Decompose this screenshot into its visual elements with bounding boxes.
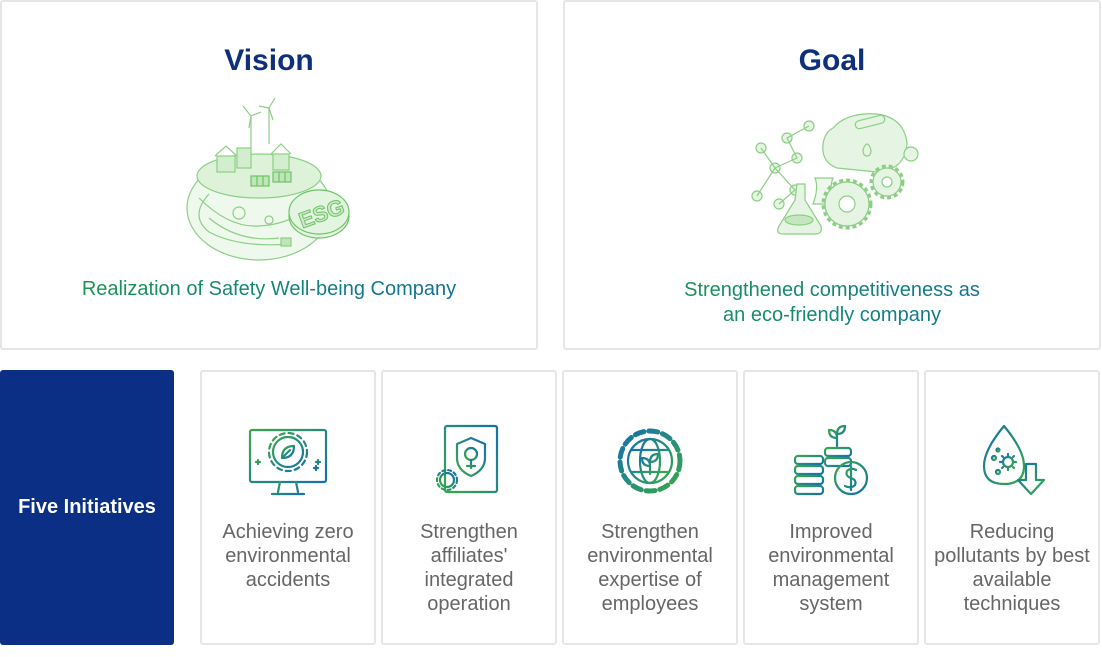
coins-sprout-dollar-icon (793, 424, 869, 496)
initiative-label-1: Achieving zero environmental accidents (222, 521, 354, 591)
initiative-card-3: Strengthen environmental expertise of em… (562, 370, 738, 645)
goal-description: Strengthened competitiveness as an eco-f… (565, 278, 1099, 328)
initiative-label-4: Improved environmental management system (768, 521, 894, 615)
initiative-label-5: Reducing pollutants by best available te… (934, 521, 1090, 615)
goal-title: Goal (798, 44, 866, 77)
goal-card: Goal (563, 0, 1101, 350)
esg-globe-illustration-icon: ESG (186, 98, 350, 261)
initiative-label-3: Strengthen environmental expertise of em… (587, 521, 713, 615)
vision-description: Realization of Safety Well-being Company (2, 277, 536, 302)
vision-title: Vision (224, 44, 314, 77)
initiative-card-4: Improved environmental management system (743, 370, 919, 645)
droplet-virus-arrow-icon (982, 424, 1046, 496)
document-shield-tree-icon (435, 424, 499, 494)
chemical-plant-gears-illustration-icon (751, 113, 919, 235)
initiative-card-2: Strengthen affiliates' integrated operat… (381, 370, 557, 645)
gear-globe-sprout-icon (617, 428, 683, 494)
vision-card: Vision (0, 0, 538, 350)
monitor-gear-leaf-icon (248, 428, 328, 496)
initiative-card-5: Reducing pollutants by best available te… (924, 370, 1100, 645)
five-initiatives-box: Five Initiatives (0, 370, 174, 645)
goal-description-line-1: Strengthened competitiveness as (684, 279, 980, 301)
goal-description-line-2: an eco-friendly company (723, 304, 941, 326)
initiative-card-1: Achieving zero environmental accidents (200, 370, 376, 645)
five-initiatives-heading: Five Initiatives (18, 496, 156, 518)
initiative-label-2: Strengthen affiliates' integrated operat… (420, 521, 518, 615)
